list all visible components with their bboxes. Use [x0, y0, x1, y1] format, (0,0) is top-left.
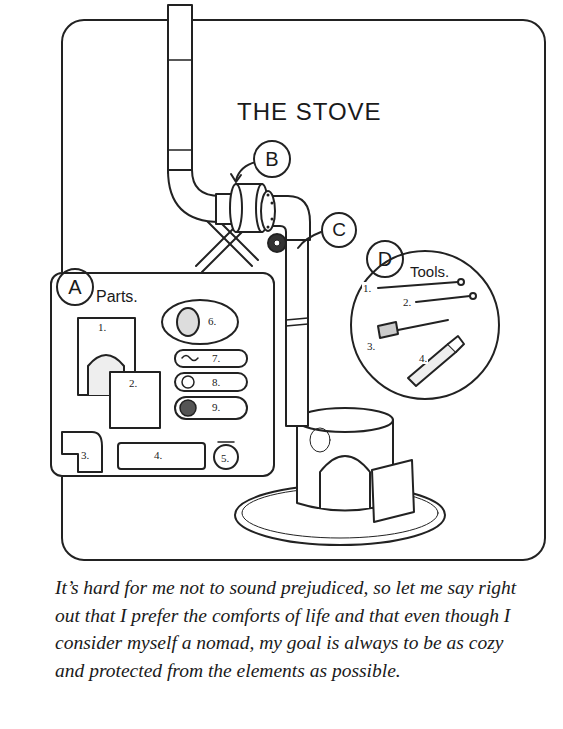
callout-number: 2.	[402, 296, 412, 308]
callout-number: 6.	[207, 315, 217, 327]
part-ring-hole	[177, 308, 199, 336]
parts-panel: Parts.	[50, 272, 275, 477]
caption: It’s hard for me not to sound prejudiced…	[55, 574, 525, 684]
flange-ring	[261, 191, 275, 231]
callout-number: 2.	[128, 377, 138, 389]
callout-circle: B	[253, 140, 291, 178]
pipe-seam	[286, 324, 308, 326]
chimney-pipe	[168, 5, 192, 173]
stove-door	[372, 460, 414, 522]
pipe-seam	[168, 149, 192, 151]
part-bar	[175, 397, 247, 419]
stove-top	[297, 408, 393, 432]
part-clamp-bolt	[218, 441, 234, 443]
callout-number: 9.	[211, 401, 221, 413]
tool-brush-head	[378, 322, 398, 338]
arrowhead	[231, 174, 241, 182]
pipe-seam	[286, 318, 308, 320]
callout-number: 5.	[220, 452, 230, 464]
callout-number: 1.	[362, 282, 372, 294]
callout-number: 8.	[211, 376, 221, 388]
callout-number: 4.	[153, 449, 163, 461]
panel-heading: Tools.	[410, 264, 449, 281]
part-bar	[175, 373, 247, 391]
tool-tube-cap	[448, 336, 464, 352]
panel-heading: Parts.	[96, 288, 138, 306]
callout-number: 7.	[211, 352, 221, 364]
tool-tube	[408, 344, 456, 386]
damper-knob-center	[274, 240, 280, 246]
leader-line	[298, 232, 321, 248]
callout-letter: B	[265, 148, 278, 170]
stove-highlight	[310, 428, 330, 452]
part-clamp	[214, 445, 238, 469]
callout-number: 4.	[418, 352, 428, 364]
tools-circle: Tools.	[350, 250, 500, 400]
callout-number: 3.	[80, 449, 90, 461]
stove-door-opening	[320, 456, 370, 508]
tool-tip	[470, 293, 476, 299]
pipe-seam	[168, 59, 192, 61]
part-ring	[162, 300, 238, 344]
damper-knob	[268, 234, 286, 252]
coil	[180, 400, 196, 416]
frame	[62, 20, 545, 560]
coil	[182, 376, 194, 388]
tool-tip	[458, 279, 464, 285]
thimble-end	[230, 184, 242, 232]
part-elbow	[62, 432, 102, 472]
callout-letter: A	[68, 276, 81, 298]
upper-elbow	[168, 170, 220, 222]
callout-letter: D	[378, 248, 392, 270]
callout-number: 1.	[97, 321, 107, 333]
part-bar	[175, 350, 247, 367]
stovepipe	[286, 236, 308, 426]
part-sheet	[110, 372, 160, 428]
coil	[182, 356, 198, 361]
callout-circle: D	[366, 240, 404, 278]
tool-rod	[416, 296, 470, 302]
part-pipe	[118, 443, 205, 469]
title: THE STOVE	[237, 98, 382, 126]
callout-letter: C	[332, 220, 346, 241]
callout-number: 3.	[366, 340, 376, 352]
tool-rod	[378, 282, 458, 288]
